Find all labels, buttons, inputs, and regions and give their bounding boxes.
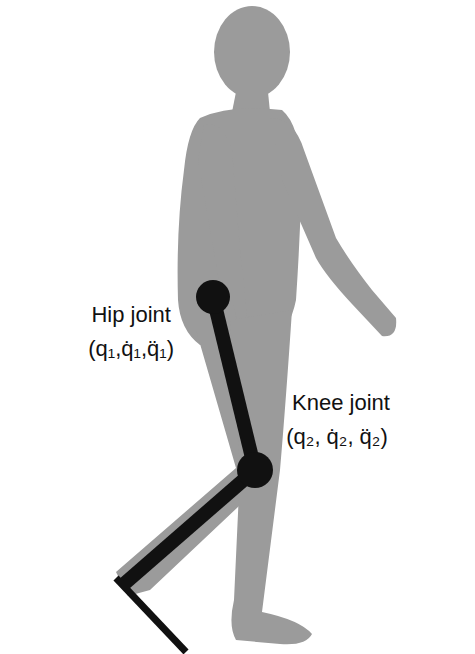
- joint-name: Hip joint: [86, 302, 176, 328]
- joint-variables: (q₂, q̇₂, q̈₂): [284, 424, 390, 450]
- thigh-link: [213, 297, 255, 470]
- front-leg: [230, 310, 312, 644]
- head: [214, 6, 290, 98]
- hip-joint-marker: [196, 280, 230, 314]
- joint-name: Knee joint: [288, 390, 394, 416]
- knee-joint-marker: [237, 452, 273, 488]
- front-arm: [270, 118, 396, 336]
- foot-link: [116, 578, 186, 652]
- shank-link: [124, 470, 255, 584]
- joint-variables: (q₁,q̇₁,q̈₁): [86, 336, 176, 362]
